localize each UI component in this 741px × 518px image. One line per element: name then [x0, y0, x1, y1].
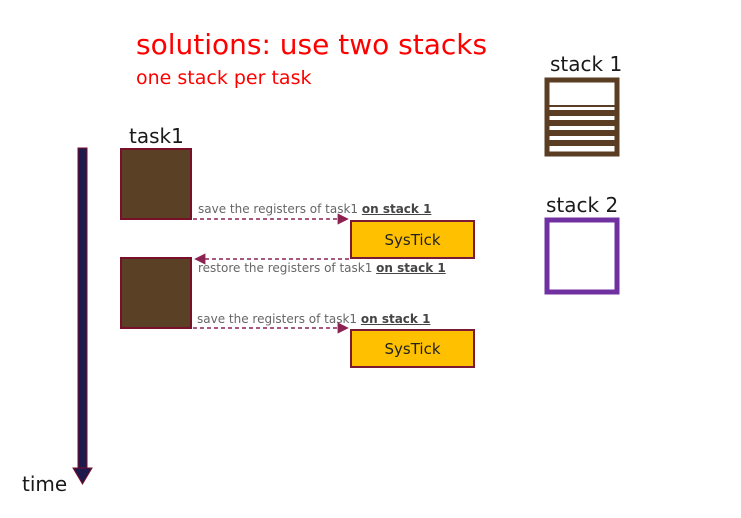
event-note-text: restore the registers of task1 — [198, 261, 377, 275]
stack-1-icon — [544, 77, 620, 157]
diagram-title: solutions: use two stacks — [136, 28, 488, 61]
event-note-text: save the registers of task1 — [197, 312, 361, 326]
task1-block-running — [120, 148, 192, 220]
stack-2-icon — [544, 217, 620, 295]
event-note-save: save the registers of task1 on stack 1 — [197, 312, 430, 326]
timeline-arrow — [72, 147, 93, 485]
systick-box: SysTick — [350, 329, 475, 368]
event-note-save: save the registers of task1 on stack 1 — [198, 202, 431, 216]
event-note-emphasis: on stack 1 — [360, 312, 431, 326]
diagram-subtitle: one stack per task — [136, 67, 312, 89]
event-note-restore: restore the registers of task1 on stack … — [198, 261, 446, 275]
task-label: task1 — [129, 124, 184, 148]
stack-1-label: stack 1 — [550, 52, 623, 76]
task1-block-resumed — [120, 257, 192, 329]
event-note-emphasis: on stack 1 — [376, 261, 446, 275]
systick-box: SysTick — [350, 220, 475, 259]
stack-2-label: stack 2 — [546, 193, 619, 217]
event-note-emphasis: on stack 1 — [361, 202, 432, 216]
event-note-text: save the registers of task1 — [198, 202, 362, 216]
time-label: time — [22, 472, 68, 496]
